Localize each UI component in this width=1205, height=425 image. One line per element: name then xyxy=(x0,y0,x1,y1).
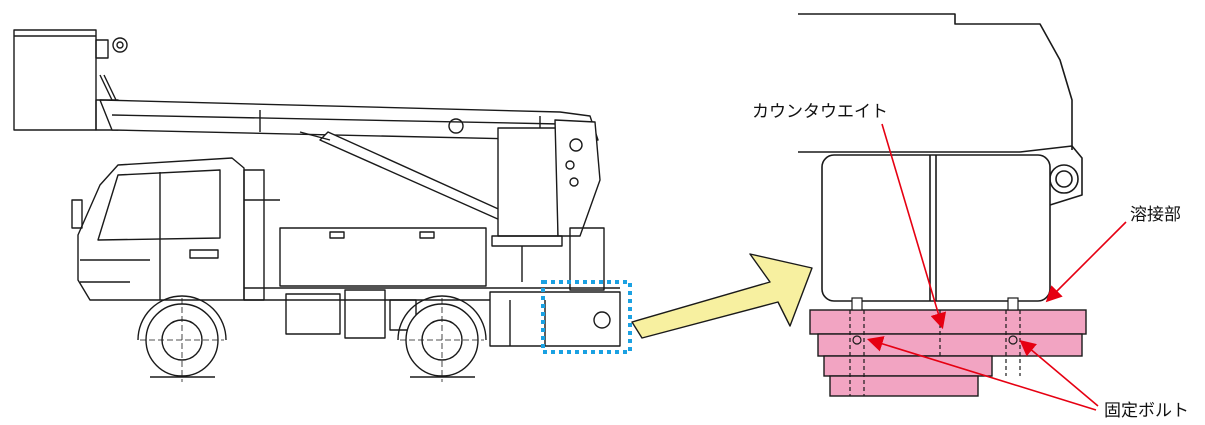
leader-weld xyxy=(1045,221,1127,303)
counterweight-plate-4 xyxy=(829,375,979,397)
truck-cab xyxy=(71,157,245,301)
fixing-bolts xyxy=(849,297,1021,396)
counterweight-label: カウンタウエイト xyxy=(752,102,888,122)
rear-wheel xyxy=(397,295,487,382)
leader-bolt-right xyxy=(1019,339,1099,407)
leader-counterweight xyxy=(881,123,947,330)
leader-arrows xyxy=(866,123,1127,411)
weld-label: 溶接部 xyxy=(1130,205,1181,225)
truck-body xyxy=(243,169,621,347)
enlarged-frame xyxy=(798,13,1083,302)
counterweight-plate-1 xyxy=(809,309,1087,335)
turret xyxy=(491,119,601,282)
front-wheel xyxy=(137,295,227,382)
aerial-truck-drawing xyxy=(13,29,621,382)
work-bucket xyxy=(13,29,128,131)
counterweight-plate-3 xyxy=(823,355,993,377)
zoom-arrow xyxy=(631,253,813,339)
fixing-bolt-label: 固定ボルト xyxy=(1104,401,1189,421)
leader-bolt-left xyxy=(866,336,1097,411)
counterweight-highlight-box xyxy=(541,280,632,354)
counterweight-plate-2 xyxy=(817,333,1083,357)
counterweight-plates xyxy=(809,309,1087,397)
boom xyxy=(99,99,599,221)
